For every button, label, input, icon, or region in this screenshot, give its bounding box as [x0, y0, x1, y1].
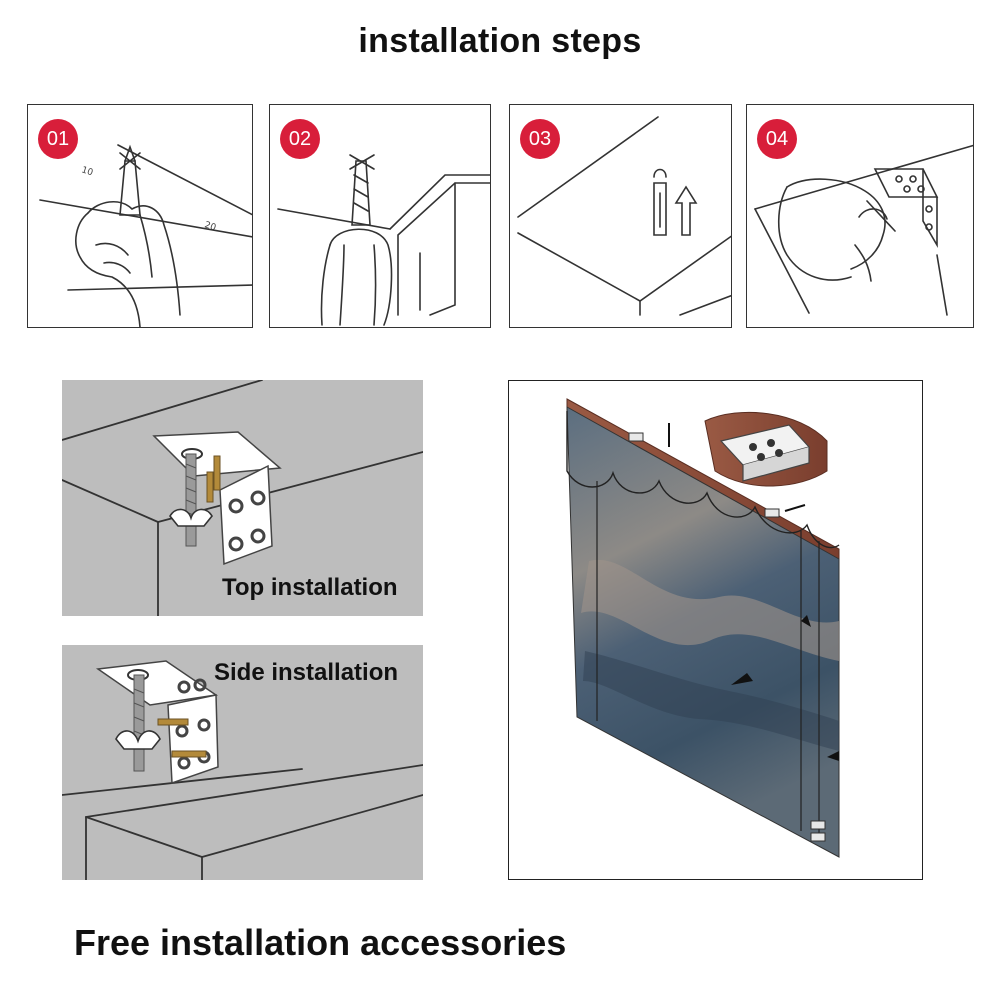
bracket-icon [628, 432, 644, 442]
drill-body [329, 228, 393, 326]
page-title: installation steps [358, 22, 642, 60]
ceiling-back-edge [62, 380, 263, 441]
footer-caption: Free installation accessories [74, 922, 567, 963]
screw-icon [213, 455, 221, 491]
valance-scallops [566, 411, 840, 549]
ceiling-edge [517, 116, 659, 218]
wing-bolt-icon [169, 508, 213, 527]
step-04-panel: 04 [746, 104, 974, 328]
side-installation-panel: Side installation [62, 645, 423, 880]
top-installation-label: Top installation [222, 574, 398, 601]
step-badge: 01 [38, 119, 78, 159]
ceiling-line [754, 144, 973, 210]
side-installation-illustration [62, 660, 423, 880]
step-04-illustration [754, 144, 973, 316]
step-badge: 03 [520, 119, 560, 159]
cabinet-top-edge [85, 794, 423, 858]
screw-icon [866, 200, 896, 232]
ruler-edge [117, 144, 252, 216]
side-installation-label: Side installation [214, 659, 399, 686]
step-01-illustration: 10 20 [39, 144, 252, 327]
wall-line-upper [39, 199, 252, 238]
bracket-side-plate [219, 464, 273, 566]
top-installation-illustration [62, 380, 423, 616]
hand-outline [87, 201, 181, 316]
roller-blind-illustration [566, 398, 840, 858]
up-arrow-icon [674, 185, 698, 236]
anchor-icon [653, 182, 667, 236]
step-02-panel: 02 [269, 104, 491, 328]
step-01-panel: 10 20 01 [27, 104, 253, 328]
step-02-illustration [277, 154, 490, 326]
ceiling-back-edge [62, 768, 303, 796]
step-03-illustration [517, 116, 731, 316]
blind-illustration-frame [508, 380, 923, 880]
step-badge: 04 [757, 119, 797, 159]
screw-icon [133, 674, 145, 772]
ruler-mark-20: 20 [203, 220, 217, 233]
ruler-mark-10: 10 [80, 165, 94, 178]
corner-edge [397, 182, 490, 316]
screw-icon [157, 718, 189, 726]
wing-bolt-icon [858, 208, 888, 220]
step-badge: 02 [280, 119, 320, 159]
step-03-panel: 03 [509, 104, 732, 328]
bracket-side-plate [167, 694, 219, 785]
ceiling-underside [517, 232, 731, 302]
hand-outline [786, 178, 886, 270]
wing-bolt-icon [115, 730, 161, 750]
wall-line-lower [67, 284, 252, 291]
ceiling-line [277, 208, 391, 230]
top-installation-panel: Top installation [62, 380, 423, 616]
bracket-icon [873, 168, 939, 198]
